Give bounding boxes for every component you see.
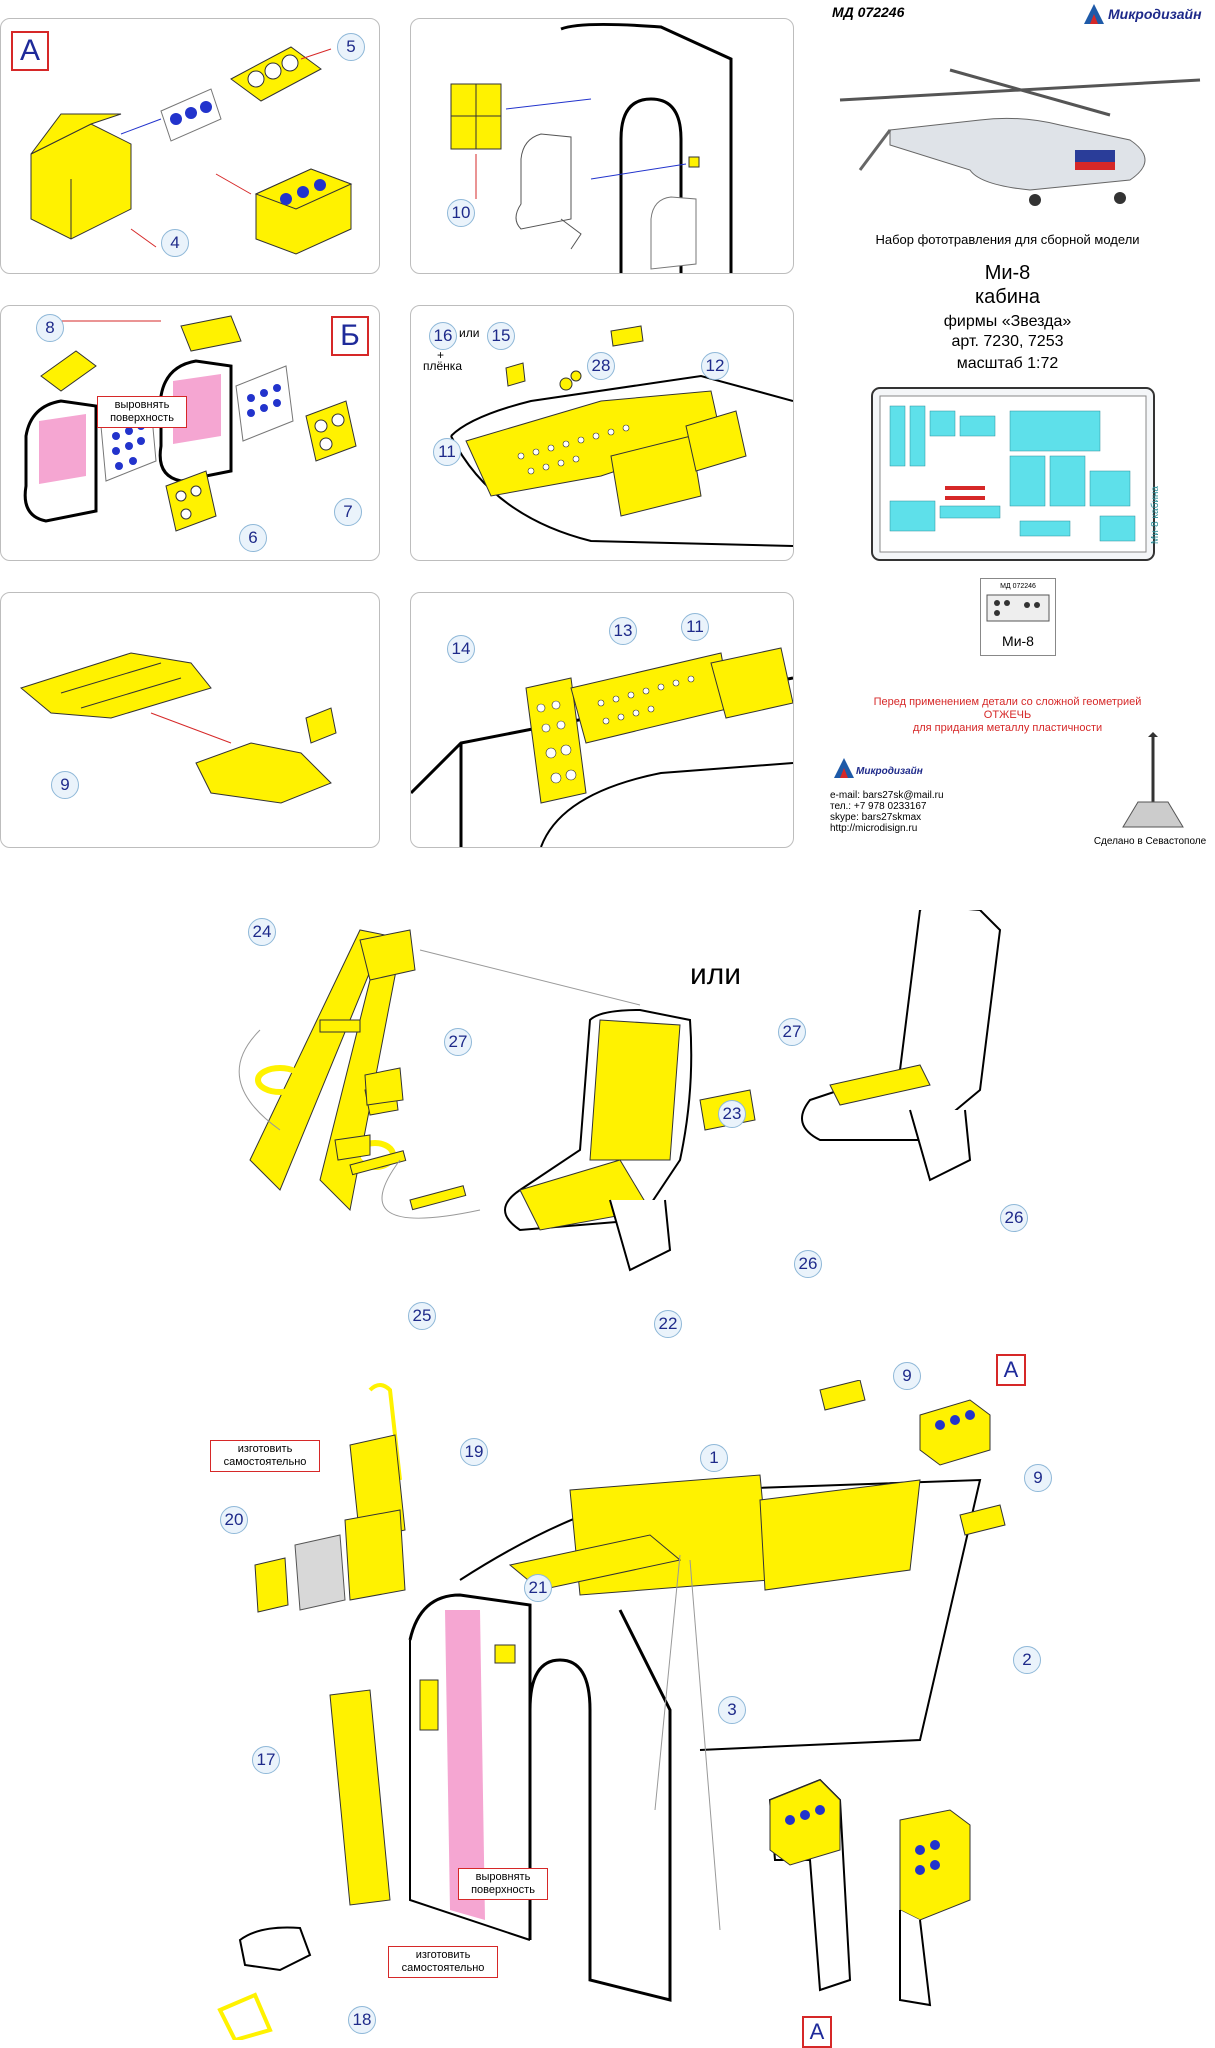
helicopter-image	[830, 60, 1210, 210]
panel-floor-step: 9	[0, 592, 380, 848]
part-number-7: 7	[334, 498, 362, 526]
contact-site: http://microdisign.ru	[830, 823, 918, 834]
note-align-surface-bottom: выровнять поверхность	[458, 1868, 548, 1900]
product-card: МД 072246 Ми-8	[980, 578, 1056, 656]
label-letter-a-bottom: А	[802, 2016, 832, 2048]
part-number-1: 1	[700, 1444, 728, 1472]
part-number-26: 26	[794, 1250, 822, 1278]
panel-b-step: Б 8 6 7 выровнять поверхность	[0, 305, 380, 561]
panel-dashboard-drawing	[411, 647, 793, 847]
monument-icon	[1122, 732, 1184, 828]
part-number-12: 12	[701, 352, 729, 380]
fret-image: Ми-8 кабина	[870, 386, 1161, 562]
label-letter-b: Б	[331, 316, 369, 356]
contacts-block: e-mail: bars27sk@mail.ru тел.: +7 978 02…	[830, 790, 944, 834]
part-number-8: 8	[36, 314, 64, 342]
part-number-11-dash: 11	[681, 613, 709, 641]
card-title: Ми-8	[1002, 633, 1034, 649]
seat-assembly-drawing	[238, 910, 1002, 1272]
panel-b-drawing	[23, 315, 357, 532]
part-number-15: 15	[487, 322, 515, 350]
label-letter-a: А	[11, 31, 49, 71]
contacts-logo	[832, 756, 856, 780]
part-number-9-a: 9	[893, 1362, 921, 1390]
part-number-4: 4	[161, 229, 189, 257]
part-number-3: 3	[718, 1696, 746, 1724]
part-number-27: 27	[444, 1028, 472, 1056]
panel-cockpit-step: 16 или + плёнка 15 28 12 11	[410, 305, 794, 561]
part-number-25: 25	[408, 1302, 436, 1330]
part-number-27-alt: 27	[778, 1018, 806, 1046]
warning-line-1: Перед применением детали со сложной геом…	[873, 696, 1142, 708]
kit-part: кабина	[974, 286, 1041, 308]
kit-model: Ми-8	[984, 262, 1031, 284]
part-number-9-panel: 9	[51, 771, 79, 799]
kit-scale: масштаб 1:72	[956, 355, 1059, 372]
part-number-20: 20	[220, 1506, 248, 1534]
brand-logo	[1082, 2, 1106, 26]
helicopter-icon	[839, 68, 1201, 206]
brand-logo-icon	[1084, 4, 1104, 24]
panel-a-step: А 5 4	[0, 18, 380, 274]
part-number-18: 18	[348, 2006, 376, 2034]
part-number-19: 19	[460, 1438, 488, 1466]
part-number-26-alt: 26	[1000, 1204, 1028, 1232]
part-number-28: 28	[587, 352, 615, 380]
monument-image	[1118, 732, 1188, 832]
warning-line-2: ОТЖЕЧЬ	[983, 709, 1032, 721]
kit-description: Набор фототравления для сборной модели	[875, 232, 1140, 247]
warning-line-3: для придания металлу пластичности	[912, 722, 1103, 734]
panel-a-drawing	[30, 46, 353, 255]
part-number-24: 24	[248, 918, 276, 946]
made-in: Сделано в Севастополе	[1093, 836, 1207, 847]
part-number-10: 10	[447, 199, 475, 227]
label-letter-a-top: А	[996, 1354, 1026, 1386]
kit-article: арт. 7230, 7253	[951, 333, 1064, 350]
contacts-logo-icon	[834, 758, 854, 778]
panel-seat-step: 10	[410, 18, 794, 274]
panel-dashboard-step: 14 13 11	[410, 592, 794, 848]
text-or-big: или	[690, 958, 742, 991]
contact-phone: тел.: +7 978 0233167	[830, 801, 927, 812]
part-number-22: 22	[654, 1310, 682, 1338]
part-number-16: 16	[429, 322, 457, 350]
text-plenka: плёнка	[423, 359, 462, 373]
bottom-assembly-drawing	[200, 1380, 1060, 2040]
product-code: МД 072246	[832, 4, 905, 20]
part-number-2: 2	[1013, 1646, 1041, 1674]
part-number-13: 13	[609, 617, 637, 645]
part-number-17: 17	[252, 1746, 280, 1774]
part-number-23: 23	[718, 1100, 746, 1128]
seat-section-drawing	[220, 910, 1040, 1340]
fret-drawing	[871, 387, 1155, 561]
part-number-21: 21	[524, 1574, 552, 1602]
card-fret-icon	[986, 594, 1050, 622]
contacts-brand: Микродизайн	[856, 766, 923, 777]
fret-label: Ми-8 кабина	[1150, 486, 1161, 545]
contact-skype: skype: bars27skmax	[830, 812, 922, 823]
kit-maker: фирмы «Звезда»	[943, 313, 1072, 330]
text-plus: +	[437, 348, 445, 362]
part-number-14: 14	[447, 635, 475, 663]
panel-floor-drawing	[19, 652, 337, 804]
contact-email: e-mail: bars27sk@mail.ru	[830, 790, 944, 801]
note-make-self-top: изготовить самостоятельно	[210, 1440, 320, 1472]
panel-seat-drawing	[450, 22, 733, 273]
part-number-6: 6	[239, 524, 267, 552]
part-number-5: 5	[337, 33, 365, 61]
part-number-11: 11	[433, 438, 461, 466]
note-make-self-bottom: изготовить самостоятельно	[388, 1946, 498, 1978]
note-align-surface-b: выровнять поверхность	[97, 396, 187, 428]
cabin-assembly-drawing	[217, 1380, 1006, 2040]
brand-name: Микродизайн	[1108, 6, 1202, 22]
text-or-small: или	[459, 326, 480, 340]
panel-cockpit-drawing	[450, 325, 793, 547]
part-number-9-b: 9	[1024, 1464, 1052, 1492]
card-code: МД 072246	[1000, 583, 1036, 590]
